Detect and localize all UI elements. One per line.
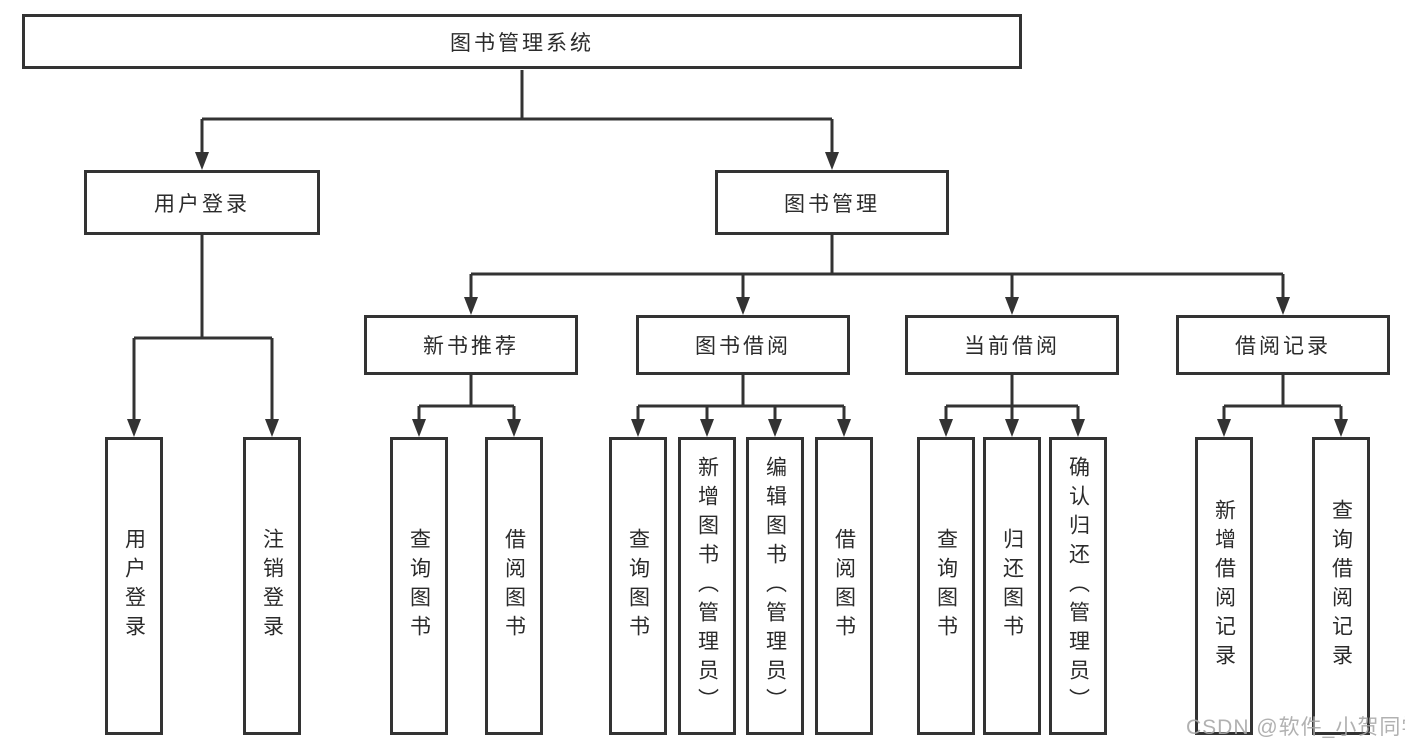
leaf-return-books-label: 归还图书	[1000, 528, 1024, 644]
leaf-add-borrow-record: 新增借阅记录	[1195, 437, 1253, 735]
csdn-watermark: CSDN @软件_小贺同学	[1186, 716, 1405, 739]
leaf-borrow-books-1: 借阅图书	[485, 437, 543, 735]
leaf-add-books-admin: 新增图书（管理员）	[678, 437, 736, 735]
connector-current-borrow-to-leaves	[944, 375, 1080, 420]
node-book-management: 图书管理	[715, 170, 949, 235]
leaf-borrow-books-2: 借阅图书	[815, 437, 873, 735]
node-borrow-records: 借阅记录	[1176, 315, 1390, 375]
leaf-query-borrow-record-label: 查询借阅记录	[1329, 499, 1353, 673]
connector-root-to-level2	[200, 70, 834, 153]
leaf-borrow-books-2-label: 借阅图书	[832, 528, 856, 644]
leaf-return-books: 归还图书	[983, 437, 1041, 735]
leaf-add-books-admin-label: 新增图书（管理员）	[695, 455, 719, 717]
leaf-confirm-return-admin: 确认归还（管理员）	[1049, 437, 1107, 735]
leaf-edit-books-admin: 编辑图书（管理员）	[746, 437, 804, 735]
connector-book-borrow-to-leaves	[636, 375, 846, 420]
leaf-logout-label: 注销登录	[260, 528, 284, 644]
connector-book-mgmt-to-level3	[469, 235, 1285, 298]
leaf-logout: 注销登录	[243, 437, 301, 735]
node-book-borrow: 图书借阅	[636, 315, 850, 375]
arrowheads	[127, 152, 1348, 437]
connector-user-login-to-leaves	[132, 235, 274, 420]
leaf-query-books-2-label: 查询图书	[626, 528, 650, 644]
leaf-query-books-3: 查询图书	[917, 437, 975, 735]
leaf-borrow-books-1-label: 借阅图书	[502, 528, 526, 644]
leaf-confirm-return-admin-label: 确认归还（管理员）	[1066, 455, 1090, 717]
connector-new-book-rec-to-leaves	[417, 375, 516, 420]
leaf-query-books-1: 查询图书	[390, 437, 448, 735]
node-new-book-recommend: 新书推荐	[364, 315, 578, 375]
leaf-user-login-label: 用户登录	[122, 528, 146, 644]
leaf-edit-books-admin-label: 编辑图书（管理员）	[763, 455, 787, 717]
leaf-add-borrow-record-label: 新增借阅记录	[1212, 499, 1236, 673]
leaf-user-login: 用户登录	[105, 437, 163, 735]
leaf-query-books-1-label: 查询图书	[407, 528, 431, 644]
node-root-library-system: 图书管理系统	[22, 14, 1022, 69]
leaf-query-borrow-record: 查询借阅记录	[1312, 437, 1370, 735]
leaf-query-books-3-label: 查询图书	[934, 528, 958, 644]
connector-borrow-records-to-leaves	[1222, 375, 1343, 420]
leaf-query-books-2: 查询图书	[609, 437, 667, 735]
node-user-login: 用户登录	[84, 170, 320, 235]
node-current-borrow: 当前借阅	[905, 315, 1119, 375]
